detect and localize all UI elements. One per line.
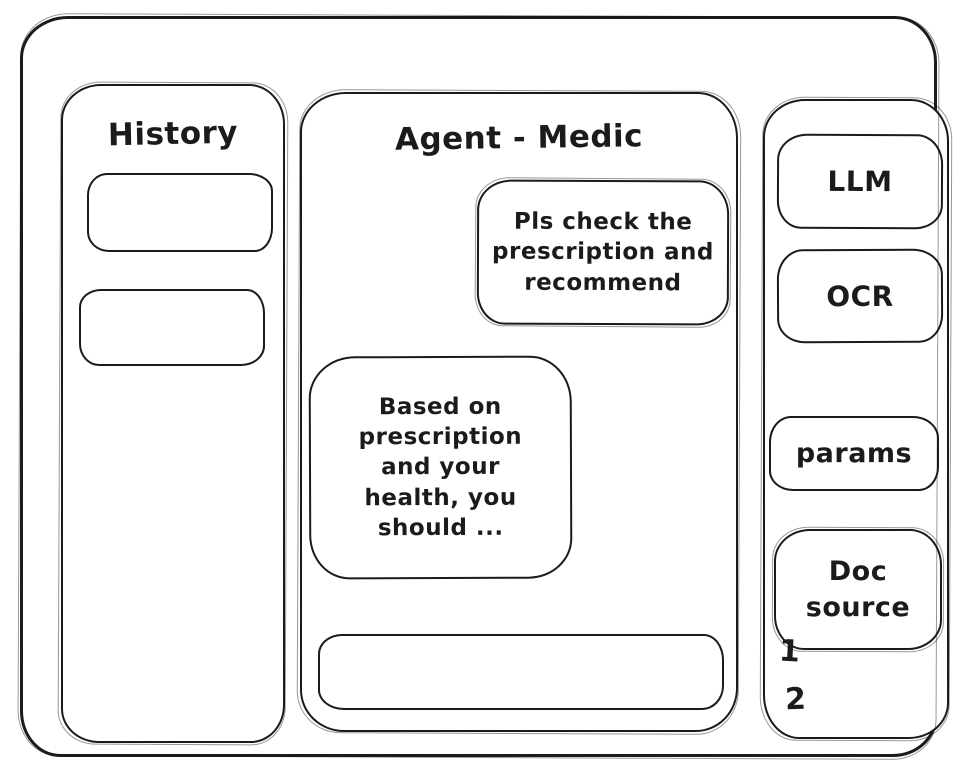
doc-source-button[interactable]: Doc source xyxy=(774,529,942,650)
llm-button[interactable]: LLM xyxy=(776,133,944,230)
params-button[interactable]: params xyxy=(769,416,939,491)
history-panel: History xyxy=(61,84,285,743)
history-item[interactable] xyxy=(79,289,265,366)
ocr-button[interactable]: OCR xyxy=(776,248,944,344)
chat-title: Agent - Medic xyxy=(394,118,644,158)
user-message-text: Pls check the prescription and recommend xyxy=(492,208,714,296)
user-message-bubble: Pls check the prescription and recommend xyxy=(476,179,730,326)
message-input[interactable] xyxy=(318,634,724,710)
assistant-message-bubble: Based on prescription and your health, y… xyxy=(308,355,573,580)
history-title: History xyxy=(107,114,239,154)
assistant-message-text: Based on prescription and your health, y… xyxy=(358,393,523,542)
history-item[interactable] xyxy=(87,173,273,252)
params-button-label: params xyxy=(795,438,913,469)
doc-source-item[interactable]: 1 xyxy=(778,633,801,669)
ocr-button-label: OCR xyxy=(826,279,894,313)
doc-source-item[interactable]: 2 xyxy=(784,682,806,718)
doc-source-item-label: 2 xyxy=(784,681,807,718)
chat-panel: Agent - Medic Pls check the prescription… xyxy=(300,92,738,732)
tools-panel: LLM OCR params Doc source 1 2 xyxy=(763,99,949,739)
doc-source-item-label: 1 xyxy=(778,633,801,670)
app-frame: History Agent - Medic Pls check the pres… xyxy=(20,16,949,757)
doc-source-button-label: Doc source xyxy=(805,556,911,623)
llm-button-label: LLM xyxy=(827,164,893,199)
